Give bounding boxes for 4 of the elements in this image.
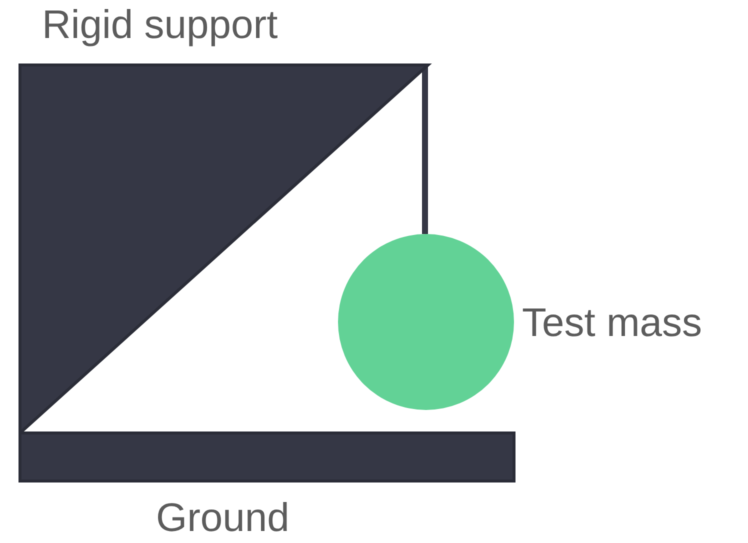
ground-label: Ground <box>156 495 290 541</box>
string-line <box>422 66 428 234</box>
mass-label: Test mass <box>522 300 702 346</box>
support-label: Rigid support <box>42 2 278 48</box>
